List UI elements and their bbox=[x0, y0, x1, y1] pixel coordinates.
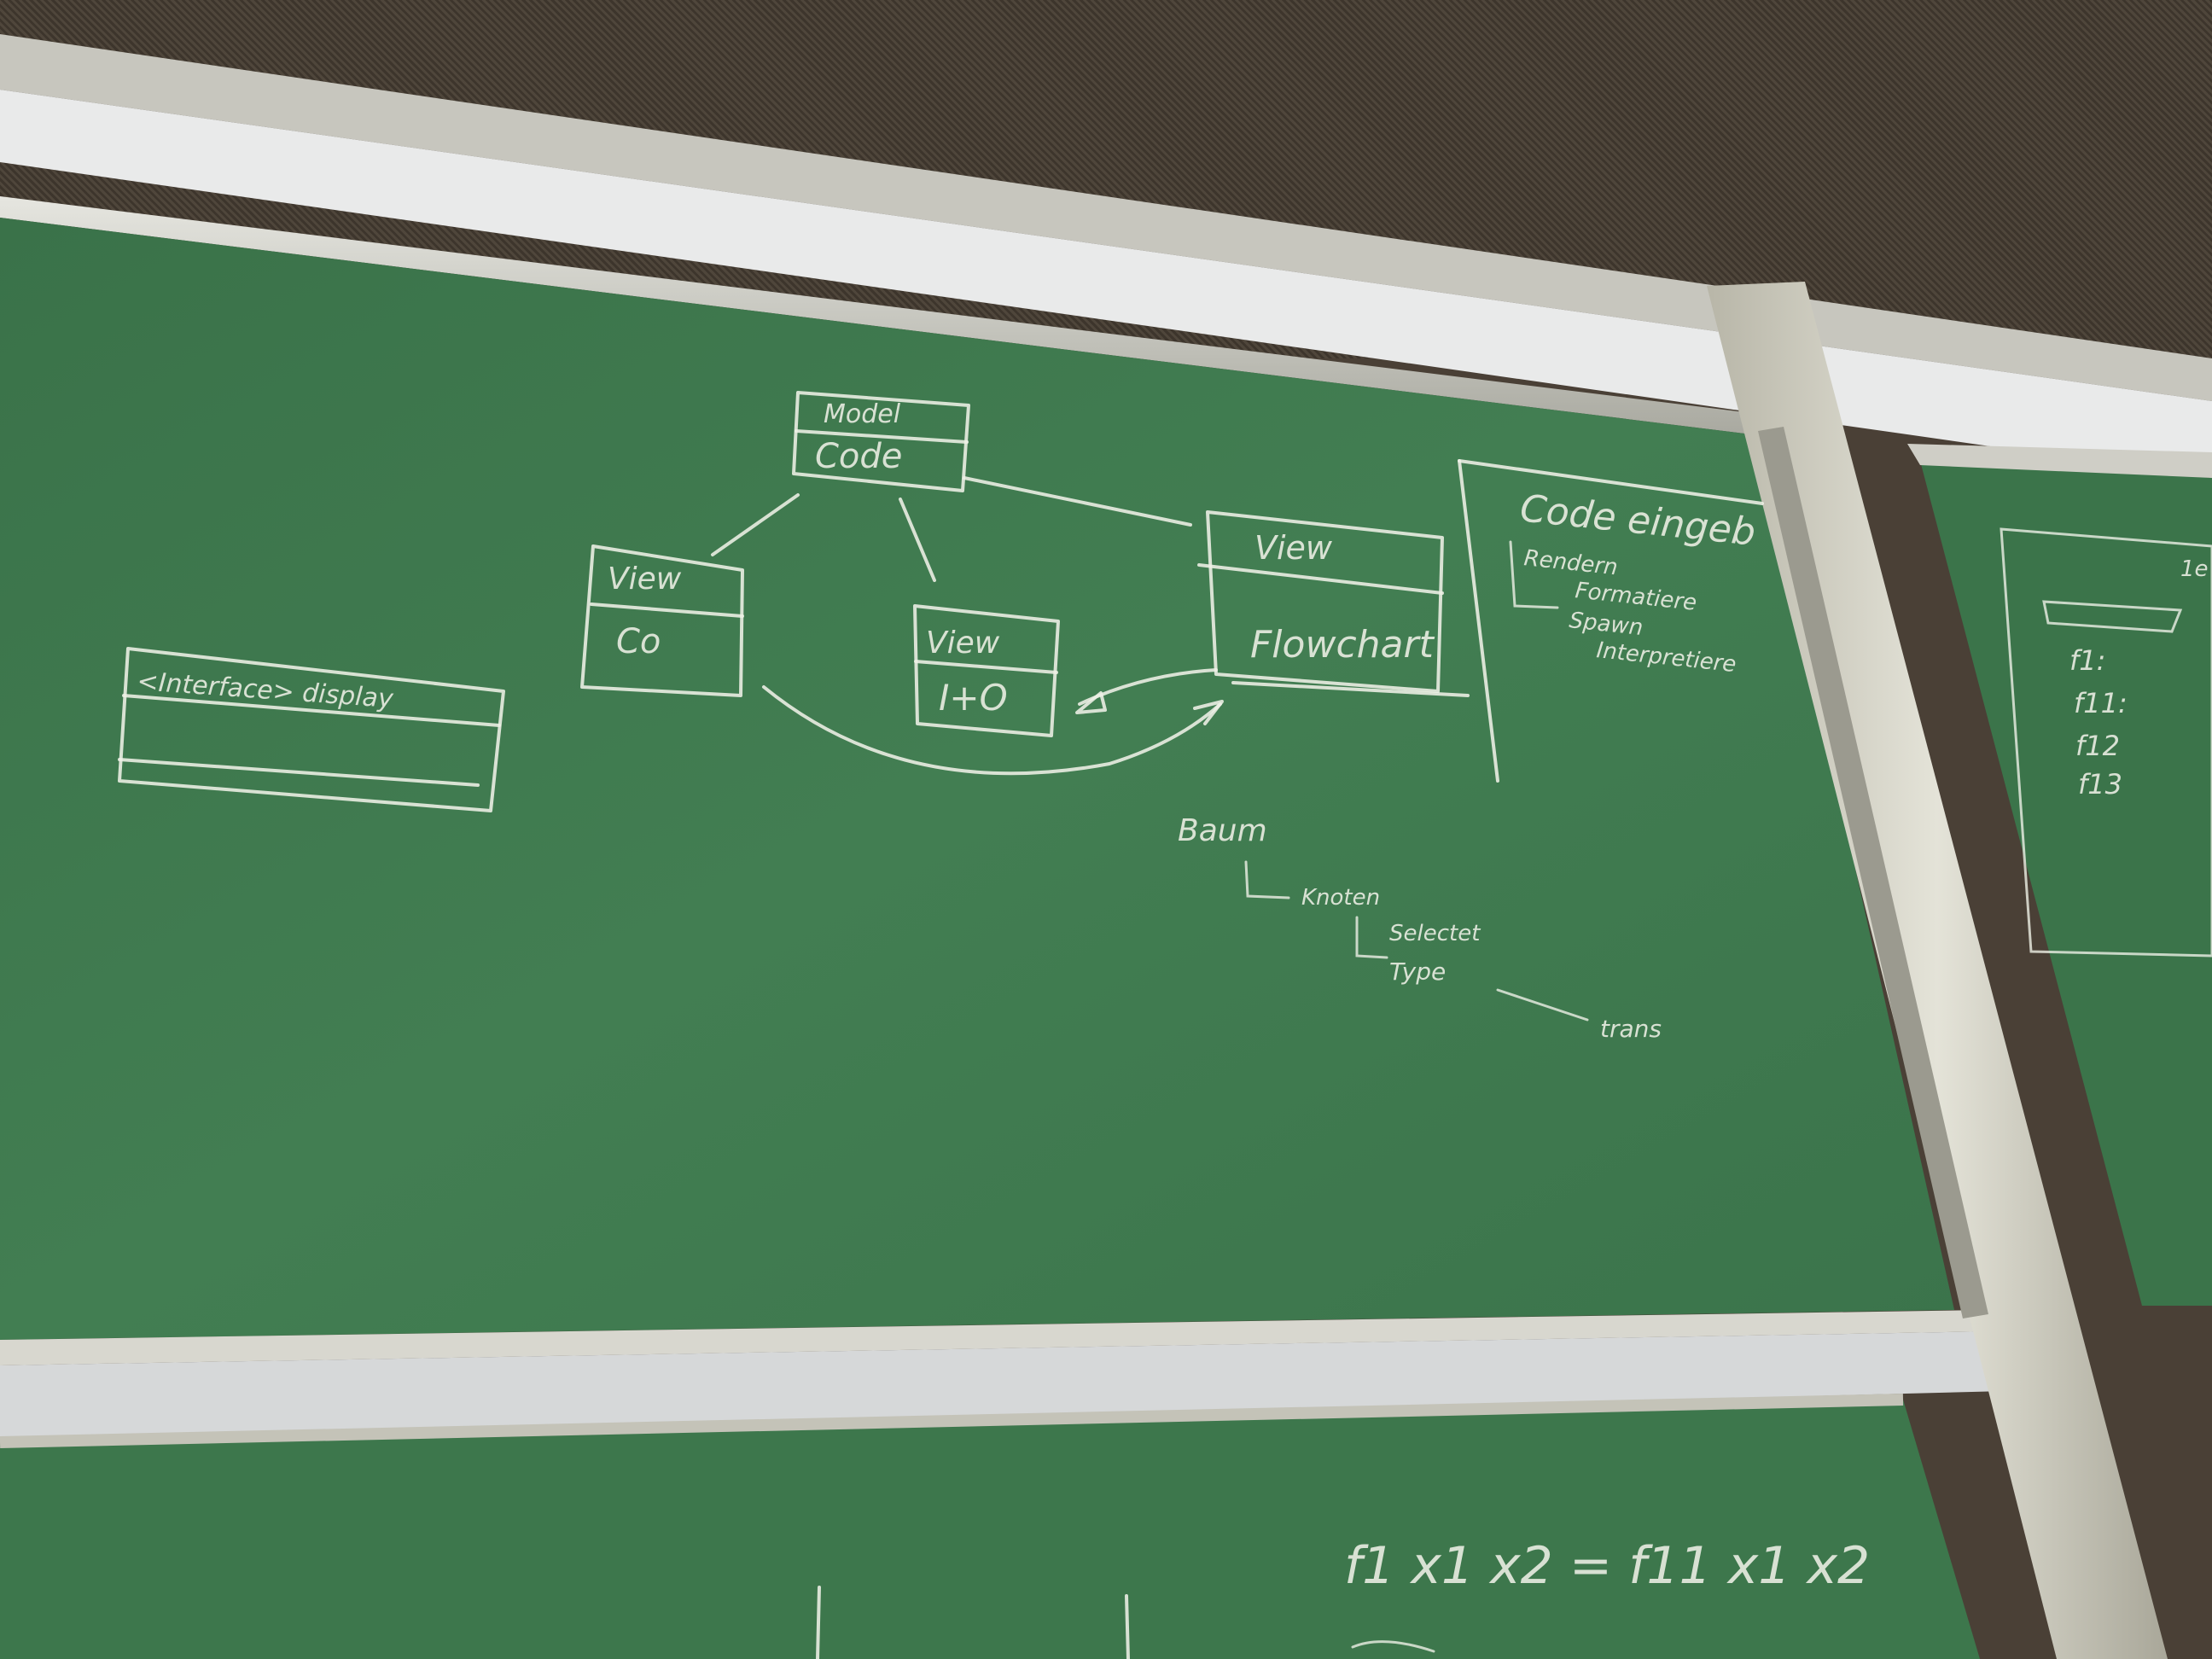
code-panel-lines bbox=[1458, 459, 1764, 783]
wall-gap bbox=[0, 1331, 2005, 1442]
view-co-box bbox=[580, 544, 744, 697]
model-view-connectors bbox=[711, 476, 1192, 582]
tree-root: Baum bbox=[1178, 813, 1267, 848]
main-chalkboard bbox=[0, 218, 1954, 1340]
view-io-name: I+O bbox=[939, 677, 1008, 719]
wall-strip bbox=[0, 90, 2212, 478]
model-class-box bbox=[792, 391, 970, 492]
right-board-line-2: f11: bbox=[2074, 687, 2128, 719]
right-board-line-4: f13 bbox=[2078, 768, 2122, 800]
view-flowchart-stereotype: View bbox=[1254, 529, 1333, 567]
lower-board-edge bbox=[0, 1394, 1904, 1448]
right-board-line-3: f12 bbox=[2075, 730, 2120, 762]
view-co-name: Co bbox=[616, 622, 661, 661]
view-arrows bbox=[762, 668, 1470, 776]
right-board-label: 1e bbox=[2180, 556, 2209, 582]
lower-chalkboard bbox=[0, 1400, 1980, 1659]
tree-node: Knoten bbox=[1301, 885, 1380, 911]
right-board-frame bbox=[1907, 444, 2212, 478]
view-flowchart-name: Flowchart bbox=[1250, 623, 1435, 667]
right-board-sketch bbox=[2000, 527, 2212, 958]
chalk-tray bbox=[0, 1310, 1997, 1365]
interface-box bbox=[118, 647, 505, 812]
tree-lines bbox=[1244, 860, 1589, 1022]
tree-type-target: trans bbox=[1600, 1015, 1662, 1043]
right-chalkboard bbox=[1920, 461, 2212, 1306]
model-stereotype: Model bbox=[824, 399, 901, 429]
right-board-line-1: f1: bbox=[2069, 644, 2105, 677]
view-io-box bbox=[913, 604, 1060, 737]
model-name: Code bbox=[815, 437, 902, 476]
right-post-rail bbox=[1758, 427, 1988, 1318]
top-rail bbox=[0, 34, 2212, 401]
tree-attribute-2: Type bbox=[1389, 958, 1446, 986]
lower-chalk-marks bbox=[816, 1586, 1435, 1659]
tree-attribute-1: Selectet bbox=[1389, 921, 1481, 946]
lower-formula: f1 x1 x2 = f11 x1 x2 bbox=[1344, 1536, 1870, 1596]
view-flowchart-box bbox=[1197, 510, 1444, 693]
upper-frame bbox=[0, 196, 1758, 435]
view-io-stereotype: View bbox=[926, 626, 1000, 661]
view-co-stereotype: View bbox=[608, 562, 682, 597]
